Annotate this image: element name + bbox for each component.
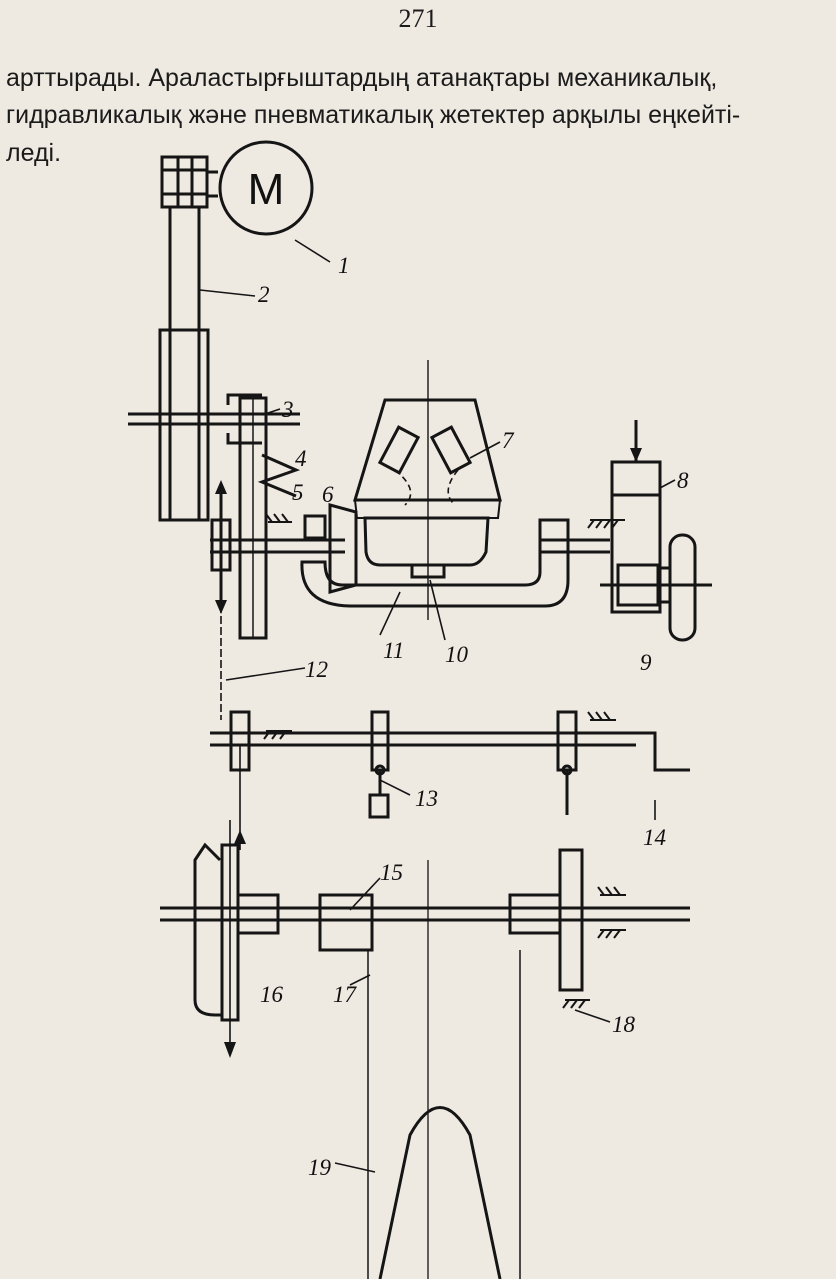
bevel-pinion [328,503,358,594]
label-1: 1 [338,253,350,278]
label-3: 3 [281,397,294,422]
label-8: 8 [677,468,689,493]
support-19 [378,1106,502,1279]
motor-symbol: M [248,165,285,214]
motor-pulley [160,155,209,209]
label-7: 7 [502,428,515,453]
motor-circle [218,140,314,236]
label-19: 19 [308,1155,332,1180]
label-12: 12 [305,657,328,682]
label-13: 13 [415,786,438,811]
label-14: 14 [643,825,666,850]
label-2: 2 [258,282,270,307]
label-4: 4 [295,446,307,471]
lever-16 [193,842,222,1017]
coupling-15 [318,893,374,952]
label-11: 11 [383,638,404,663]
counterweight [368,793,390,819]
label-18: 18 [612,1012,636,1037]
label-9: 9 [640,650,652,675]
label-17: 17 [333,982,358,1007]
paragraph-line-1: арттырады. Араластырғыштардың атанақтары… [6,64,718,92]
label-10: 10 [445,642,469,667]
handwheel [668,533,697,642]
label-15: 15 [380,860,403,885]
label-16: 16 [260,982,284,1007]
paragraph-line-2: гидравликалық және пневматикалық жетекте… [6,101,741,129]
paragraph-line-3: леді. [6,139,62,167]
label-5: 5 [292,480,304,505]
page-number: 271 [398,4,438,33]
frame [300,518,570,608]
pulley-18 [558,848,584,992]
label-6: 6 [322,482,334,507]
